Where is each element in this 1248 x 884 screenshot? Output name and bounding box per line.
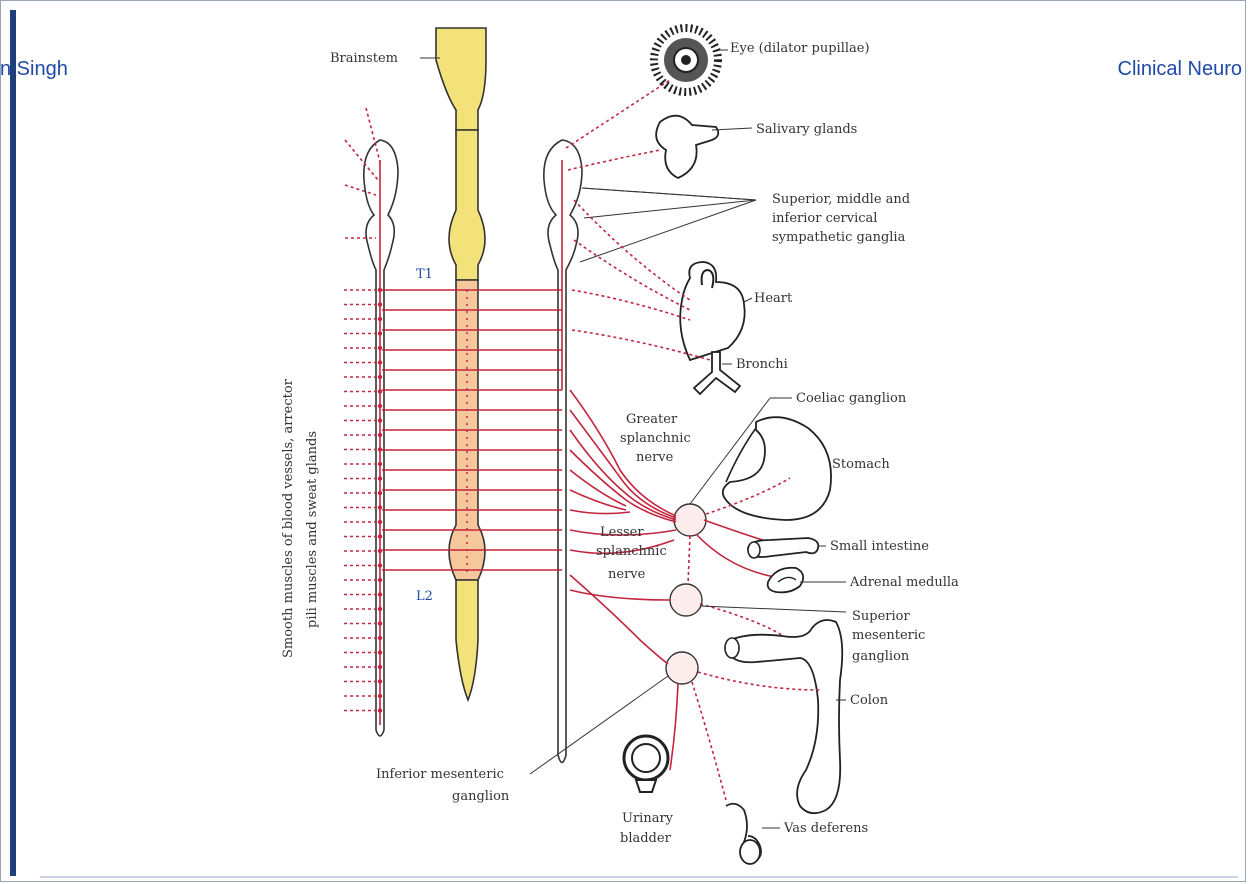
inf-mes-label-1: Inferior mesenteric	[376, 767, 504, 782]
left-chain-ganglion-dot	[378, 375, 382, 379]
left-chain-ganglion-dot	[378, 607, 382, 611]
inferior-mesenteric-ganglion	[666, 652, 698, 684]
sup-mes-label-1: Superior	[852, 609, 910, 624]
vertical-label-2: pili muscles and sweat glands	[305, 431, 320, 628]
t1-label: T1	[416, 267, 433, 282]
lumbar-splanchnic-2	[570, 590, 670, 600]
left-chain-ganglion-dot	[378, 694, 382, 698]
right-chain-outline	[544, 140, 582, 763]
left-chain-ganglion-dot	[378, 288, 382, 292]
left-chain-ganglion-dot	[378, 317, 382, 321]
coeliac-to-sup-mes	[688, 536, 690, 584]
greater-splanchnic-label-1: Greater	[626, 412, 678, 427]
bronchi-organ	[694, 352, 740, 394]
left-chain-ganglion-dot	[378, 708, 382, 712]
greater-splanchnic-label-3: nerve	[636, 450, 674, 465]
left-chain-ganglion-dot	[378, 331, 382, 335]
eye-label: Eye (dilator pupillae)	[730, 41, 870, 56]
left-chain-ganglion-dot	[378, 433, 382, 437]
right-sympathetic-chain	[544, 140, 582, 763]
cervical-cord	[449, 130, 485, 280]
left-chain-ganglion-dot	[378, 404, 382, 408]
bronchi-label: Bronchi	[736, 357, 788, 372]
left-chain-ganglion-dot	[378, 549, 382, 553]
left-chain-ganglion-dot	[378, 520, 382, 524]
sup-mes-pointer	[700, 606, 846, 612]
left-chain-ganglion-dot	[378, 534, 382, 538]
sup-mes-label-3: ganglion	[852, 649, 910, 664]
left-chain-ganglion-dot	[378, 621, 382, 625]
inf-mes-label-2: ganglion	[452, 789, 510, 804]
vertical-label-1: Smooth muscles of blood vessels, arrecto…	[281, 378, 296, 658]
eye-organ	[654, 28, 718, 92]
brainstem-shape	[436, 28, 486, 130]
colon-organ	[728, 620, 842, 813]
cervical-label-3: sympathetic ganglia	[772, 230, 906, 245]
adrenal-label: Adrenal medulla	[849, 575, 959, 590]
coeliac-ganglion	[674, 504, 706, 536]
adrenal-organ	[768, 568, 804, 593]
left-sympathetic-chain	[345, 108, 398, 736]
colon-fibre	[698, 672, 820, 690]
left-chain-ganglion-dot	[378, 418, 382, 422]
spinal-cord	[436, 28, 486, 700]
small-intestine-label: Small intestine	[830, 539, 929, 554]
left-chain-ganglion-dot	[378, 563, 382, 567]
heart-pointer	[744, 298, 752, 302]
lesser-splanchnic-label-3: nerve	[608, 567, 646, 582]
cervical-label-1: Superior, middle and	[772, 192, 910, 207]
left-chain-ganglion-dot	[378, 360, 382, 364]
left-chain-ganglion-dot	[378, 665, 382, 669]
left-chain-ganglion-dot	[378, 650, 382, 654]
left-chain-ganglion-dot	[378, 476, 382, 480]
sup-mes-label-2: mesenteric	[852, 628, 925, 643]
left-chain-ganglion-dot	[378, 592, 382, 596]
eye-fibre	[566, 80, 670, 148]
brainstem-label: Brainstem	[330, 51, 398, 66]
coeliac-label: Coeliac ganglion	[796, 391, 907, 406]
bladder-label-2: bladder	[620, 831, 672, 846]
bladder-label-1: Urinary	[622, 811, 674, 826]
left-chain-ganglion-dot	[378, 389, 382, 393]
left-chain-ganglion-dot	[378, 462, 382, 466]
left-chain-ganglion-dot	[378, 302, 382, 306]
vas-fibre	[692, 682, 726, 800]
salivary-fibre	[568, 150, 660, 170]
heart-label: Heart	[754, 291, 793, 306]
lesser-splanchnic-label-2: splanchnic	[596, 544, 667, 559]
left-chain-ganglion-dot	[378, 578, 382, 582]
lumbar-splanchnic	[570, 575, 668, 664]
left-chain-ganglion-dot	[378, 679, 382, 683]
salivary-glands-organ	[656, 116, 718, 178]
left-chain-ganglion-dot	[378, 491, 382, 495]
left-chain-outline	[364, 140, 398, 736]
colon-label: Colon	[850, 693, 889, 708]
left-chain-ganglion-dot	[378, 636, 382, 640]
l2-label: L2	[416, 589, 433, 604]
lumbosacral-cord	[456, 580, 478, 700]
superior-mesenteric-ganglion	[670, 584, 702, 616]
stomach-label: Stomach	[832, 457, 890, 472]
heart-fibre-1	[574, 200, 690, 300]
bladder-organ	[624, 736, 668, 792]
vas-label: Vas deferens	[783, 821, 868, 836]
left-chain-ganglion-dot	[378, 505, 382, 509]
left-chain-ganglion-dot	[378, 447, 382, 451]
salivary-label: Salivary glands	[756, 122, 857, 137]
bladder-fibre	[670, 684, 678, 770]
cervical-label-2: inferior cervical	[772, 211, 877, 226]
left-chain-ganglion-dot	[378, 346, 382, 350]
greater-splanchnic-label-2: splanchnic	[620, 431, 691, 446]
heart-fibre-3	[572, 290, 690, 320]
heart-fibre-2	[574, 240, 690, 310]
lesser-splanchnic-label-1: Lesser	[600, 525, 644, 540]
stomach-organ	[723, 417, 831, 520]
